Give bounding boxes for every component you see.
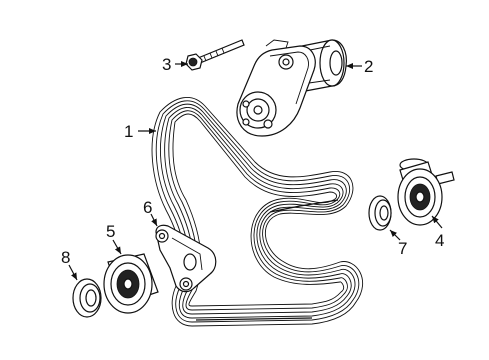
callout-3: 3 [162,55,171,74]
callout-5: 5 [106,222,115,241]
callout-2: 2 [364,57,373,76]
idler-pulley-right [397,158,455,226]
callout-6: 6 [143,198,152,217]
callout-8: 8 [61,248,70,267]
callout-7: 7 [398,239,407,258]
callout-1: 1 [124,122,133,141]
idler-pulley-left [103,253,159,314]
callout-leaders [68,61,443,281]
dust-shield-left [72,278,102,318]
belt-tensioner [236,39,347,137]
mounting-bolt [185,39,245,71]
idler-bracket [155,224,217,293]
callout-4: 4 [435,231,444,250]
dust-shield-right [368,195,392,231]
